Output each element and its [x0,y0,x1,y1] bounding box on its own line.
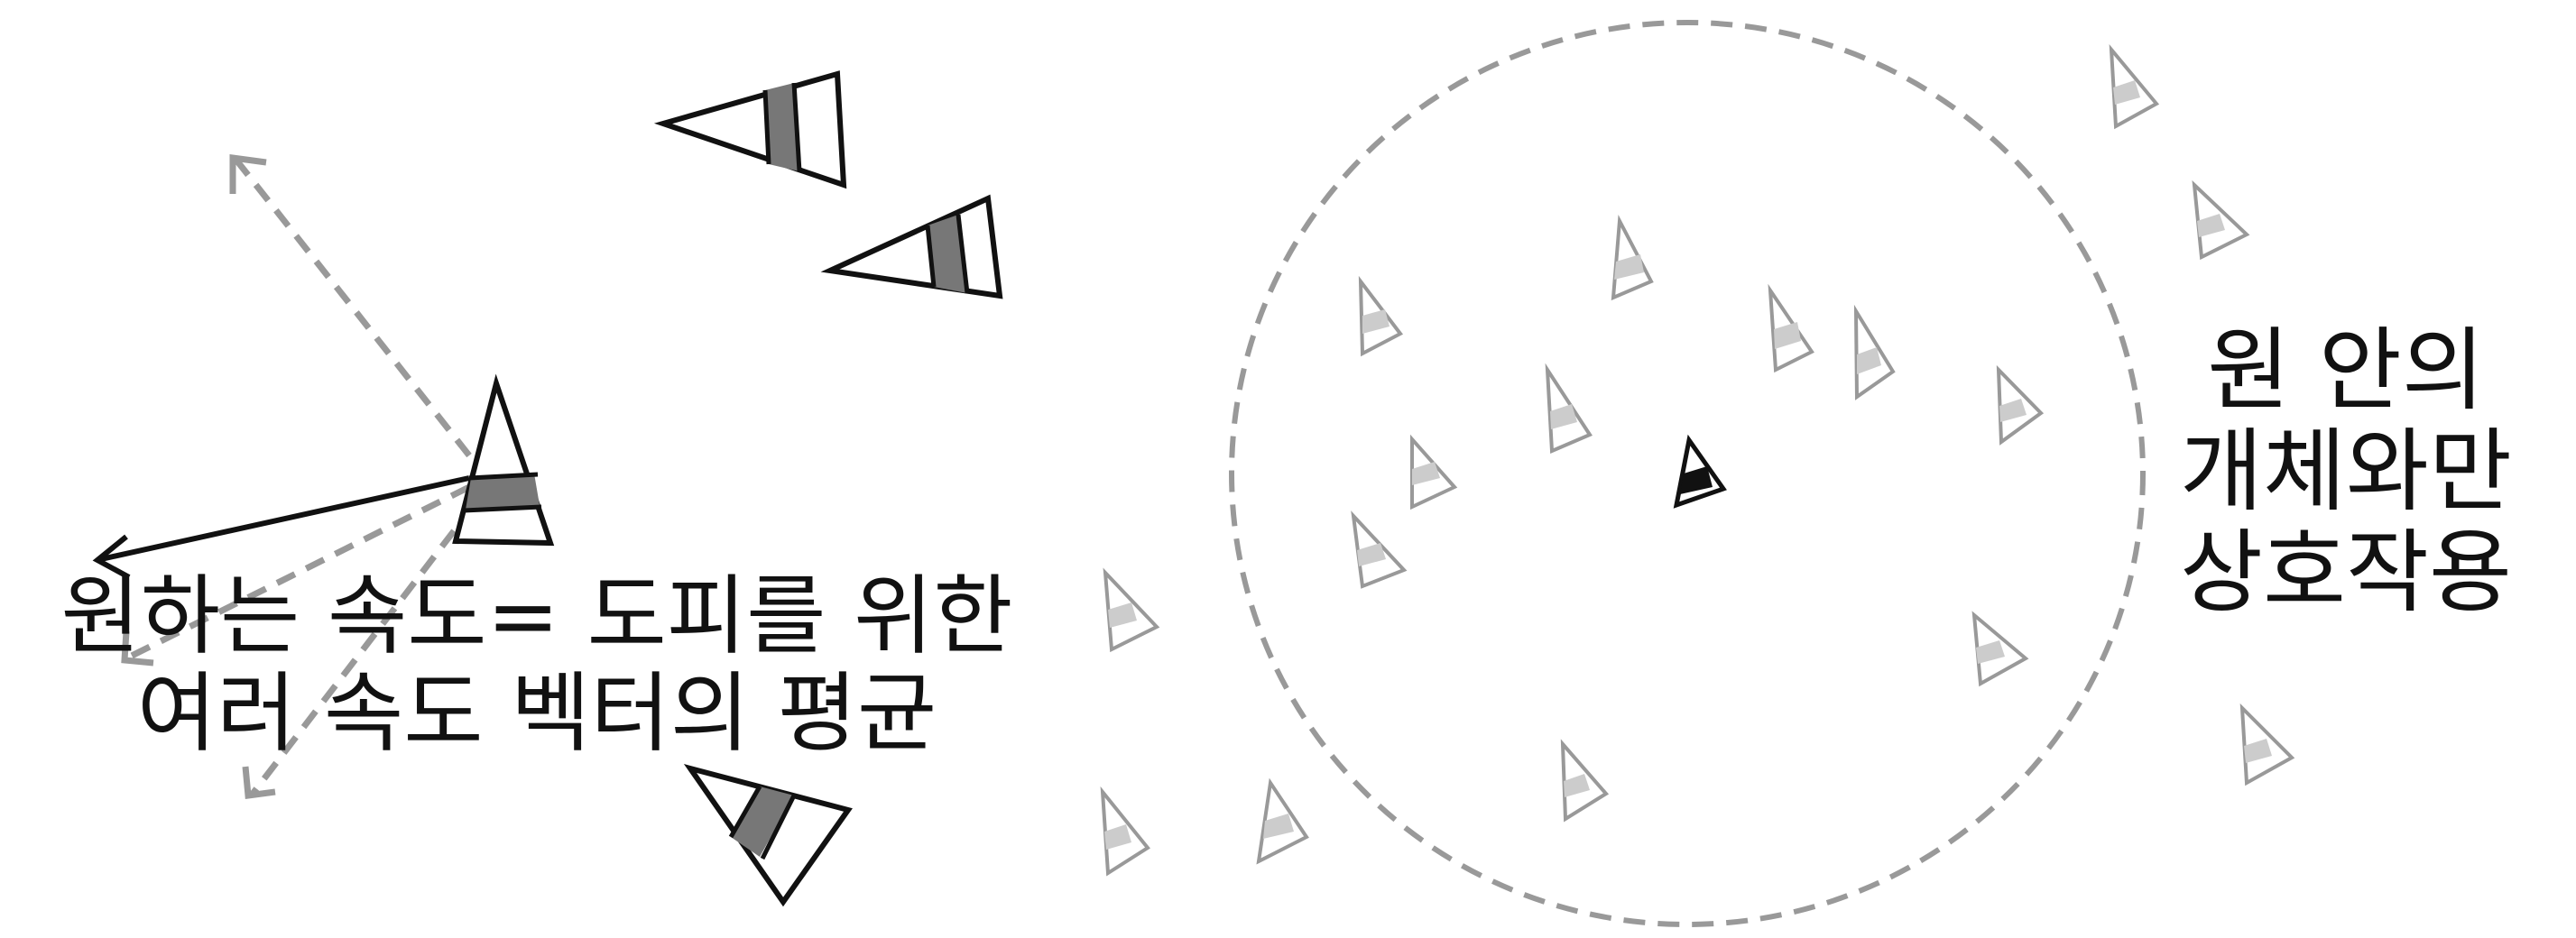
dashed-velocity-arrow [232,155,472,458]
boid-triangle-icon [653,70,847,189]
boid-triangle-icon [683,764,853,907]
boid-triangle-icon [1971,611,2029,687]
dashed-arrowhead-icon [121,630,154,667]
focal-boid-icon [1673,434,1727,509]
caption-line: 개체와만 [2180,418,2512,524]
dashed-arrowhead-icon [242,766,276,799]
boid-triangle-icon [1853,304,1896,400]
velocity-vectors [92,153,476,799]
dashed-velocity-arrow [250,502,476,796]
boid-triangle-icon [1351,510,1408,589]
boid-triangle-icon [1768,283,1814,373]
caption-line: 원 안의 [2207,317,2485,423]
boid-triangle-icon [1996,364,2045,446]
boid-triangle-icon [1100,786,1150,877]
caption-line: 여러 속도 벡터의 평균 [136,662,937,764]
boid-triangle-icon [1103,567,1160,653]
arrowhead-icon [92,534,131,580]
dashed-arrowhead-icon [229,153,267,194]
boid-triangle-icon [1545,363,1593,454]
caption-line: 원하는 속도= 도피를 위한 [60,566,1013,667]
boid-triangle-icon [820,194,1003,299]
dashed-circle [1229,20,2146,927]
boid-triangle-icon [1611,214,1654,301]
interaction-radius-caption: 원 안의 개체와만 상호작용 [2147,320,2544,623]
boid-triangle-icon [1358,275,1404,357]
boid-triangle-icon [2239,703,2295,786]
desired-velocity-caption: 원하는 속도= 도피를 위한 여러 속도 벡터의 평균 [27,566,1047,764]
boid-triangle-icon [2192,179,2250,261]
caption-line: 상호작용 [2180,520,2512,625]
small-boids [1100,44,2295,877]
boid-triangle-icon [452,373,555,547]
boid-triangle-icon [2109,44,2160,130]
boid-triangle-icon [1256,777,1309,865]
boid-triangle-icon [1410,434,1458,510]
desired-velocity-arrow [100,475,470,562]
boid-triangle-icon [1560,739,1610,823]
